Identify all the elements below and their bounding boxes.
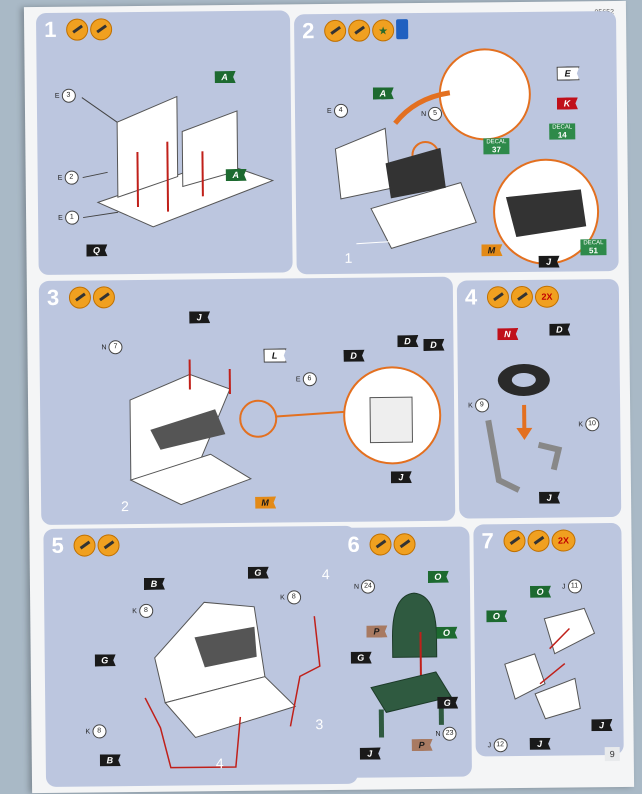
part-flag-g: G <box>95 654 116 666</box>
part-flag-j: J <box>360 747 381 759</box>
step-3-diagram <box>129 359 442 506</box>
part-flag-a: A <box>373 87 394 99</box>
step-2-diagram <box>334 48 600 265</box>
part-flag-g: G <box>437 697 458 709</box>
part-flag-b: B <box>144 578 165 590</box>
step-5-diagram <box>144 601 321 769</box>
part-flag-g: G <box>351 652 372 664</box>
part-flag-p: P <box>366 625 387 637</box>
page-number: 9 <box>604 746 620 762</box>
part-flag-a: A <box>226 169 247 181</box>
part-flag-m: M <box>481 244 502 256</box>
part-flag-j: J <box>530 738 551 750</box>
part-flag-e: E <box>557 66 580 80</box>
subassembly-label: 2 <box>121 498 130 515</box>
part-flag-o: O <box>436 627 457 639</box>
part-flag-g: G <box>248 567 269 579</box>
part-flag-d: D <box>549 323 570 335</box>
part-flag-o: O <box>428 571 449 583</box>
subassembly-label: 3 <box>315 716 324 733</box>
step-1-diagram <box>81 95 275 228</box>
part-flag-j: J <box>391 471 412 483</box>
part-flag-o: O <box>486 610 507 622</box>
step-4-diagram <box>485 363 563 493</box>
subassembly-label: 1 <box>344 249 353 266</box>
subassembly-label: 4 <box>215 755 224 772</box>
part-flag-n: N <box>497 328 518 340</box>
part-flag-j: J <box>539 492 560 504</box>
part-flag-d: D <box>344 350 365 362</box>
part-flag-o: O <box>530 586 551 598</box>
step-7-diagram <box>504 607 596 720</box>
part-flag-j: J <box>591 719 612 731</box>
part-flag-b: B <box>100 754 121 766</box>
part-flag-q: Q <box>86 244 107 256</box>
part-flag-j: J <box>539 256 560 268</box>
part-flag-l: L <box>263 348 286 362</box>
part-flag-j: J <box>189 311 210 323</box>
part-flag-d: D <box>423 339 444 351</box>
part-flag-d: D <box>397 335 418 347</box>
part-flag-a: A <box>215 71 236 83</box>
part-flag-p: P <box>412 739 433 751</box>
part-flag-k: K <box>557 97 578 109</box>
part-flag-m: M <box>255 497 276 509</box>
instruction-sheet: 05652 1 A A Q E3 E2 E1 2 ★ <box>23 0 635 794</box>
subassembly-label: 4 <box>321 566 330 583</box>
